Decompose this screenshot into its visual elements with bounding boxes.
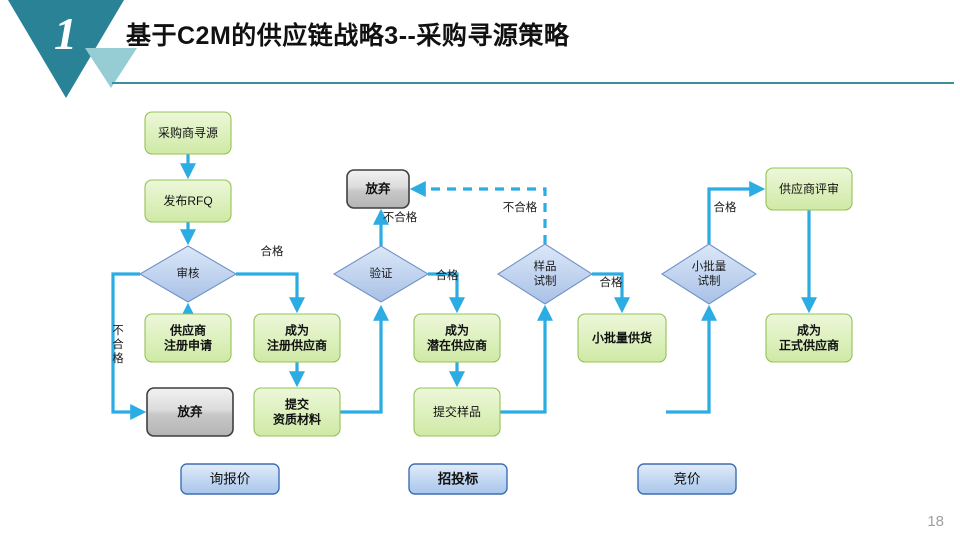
svg-text:竞价: 竞价 bbox=[674, 471, 702, 487]
svg-text:小批量: 小批量 bbox=[692, 259, 727, 273]
edge-d3-n8-pass bbox=[592, 272, 630, 314]
svg-text:注册供应商: 注册供应商 bbox=[267, 338, 327, 353]
svg-text:不: 不 bbox=[112, 325, 124, 337]
svg-text:资质材料: 资质材料 bbox=[273, 412, 321, 427]
svg-text:审核: 审核 bbox=[177, 266, 200, 280]
slide-number-badge: 1 bbox=[54, 8, 78, 59]
svg-text:不合格: 不合格 bbox=[383, 210, 418, 224]
svg-text:格: 格 bbox=[112, 351, 124, 365]
svg-text:试制: 试制 bbox=[534, 274, 557, 287]
flowchart-diagram: 采购商寻源发布RFQ审核供应商注册申请放弃成为注册供应商提交资质材料验证放弃成为… bbox=[111, 111, 853, 495]
svg-text:放弃: 放弃 bbox=[364, 181, 391, 196]
legend-box-L3[interactable]: 竞价 bbox=[637, 463, 737, 495]
svg-text:合格: 合格 bbox=[436, 268, 459, 282]
edge-d1-t1-reject bbox=[111, 272, 147, 420]
edge-label-e6: 合格 bbox=[600, 275, 623, 289]
svg-text:合格: 合格 bbox=[600, 275, 623, 289]
edge-label-e5: 不合格 bbox=[503, 200, 538, 214]
svg-text:询报价: 询报价 bbox=[210, 472, 251, 487]
flow-node-d1[interactable]: 审核 bbox=[138, 245, 238, 303]
edge-label-e1: 合格 bbox=[261, 244, 284, 258]
legend-box-L1[interactable]: 询报价 bbox=[180, 463, 280, 495]
svg-text:供应商: 供应商 bbox=[169, 323, 206, 338]
flow-connectors bbox=[111, 154, 817, 420]
svg-text:小批量供货: 小批量供货 bbox=[592, 330, 652, 345]
svg-text:验证: 验证 bbox=[370, 266, 393, 280]
svg-text:合格: 合格 bbox=[261, 244, 284, 258]
edge-d1-n4-pass bbox=[236, 272, 305, 314]
svg-text:合格: 合格 bbox=[714, 200, 737, 214]
flow-node-n1[interactable]: 采购商寻源 bbox=[144, 111, 232, 155]
header-triangle-small-icon bbox=[85, 48, 137, 88]
svg-text:成为: 成为 bbox=[445, 323, 469, 338]
flow-node-t2[interactable]: 放弃 bbox=[346, 169, 410, 209]
edge-n8-d4 bbox=[666, 304, 717, 414]
edge-n5-d2 bbox=[340, 304, 389, 414]
svg-text:采购商寻源: 采购商寻源 bbox=[158, 125, 218, 140]
svg-text:成为: 成为 bbox=[797, 323, 821, 338]
svg-text:试制: 试制 bbox=[698, 274, 721, 287]
svg-text:供应商评审: 供应商评审 bbox=[779, 181, 839, 196]
svg-text:不合格: 不合格 bbox=[503, 200, 538, 214]
edge-d4-n9-pass bbox=[707, 181, 766, 244]
edge-d3-t2-reject-dashed bbox=[409, 181, 547, 244]
edge-n7-d3 bbox=[500, 304, 553, 414]
svg-text:合: 合 bbox=[112, 337, 124, 351]
edge-label-e4: 合格 bbox=[436, 268, 459, 282]
svg-text:发布RFQ: 发布RFQ bbox=[163, 193, 212, 208]
edge-label-e7: 合格 bbox=[714, 200, 737, 214]
page-title: 基于C2M的供应链战略3--采购寻源策略 bbox=[126, 22, 570, 50]
flow-node-t1[interactable]: 放弃 bbox=[146, 387, 234, 437]
flow-node-n8[interactable]: 小批量供货 bbox=[577, 313, 667, 363]
flow-legend: 询报价 招投标 竞价 bbox=[180, 463, 737, 495]
svg-text:潜在供应商: 潜在供应商 bbox=[427, 338, 487, 353]
edge-label-e3: 不合格 bbox=[383, 210, 418, 224]
flow-node-n7[interactable]: 提交样品 bbox=[413, 387, 501, 437]
svg-text:正式供应商: 正式供应商 bbox=[779, 338, 839, 353]
edge-d2-n6-pass bbox=[428, 272, 465, 314]
page-number: 18 bbox=[927, 513, 944, 530]
svg-text:招投标: 招投标 bbox=[438, 471, 479, 487]
flow-node-n9[interactable]: 供应商评审 bbox=[765, 167, 853, 211]
flow-node-n2[interactable]: 发布RFQ bbox=[144, 179, 232, 223]
svg-text:提交: 提交 bbox=[285, 397, 309, 412]
svg-text:成为: 成为 bbox=[285, 323, 309, 338]
svg-text:注册申请: 注册申请 bbox=[164, 338, 212, 353]
svg-text:放弃: 放弃 bbox=[176, 404, 203, 419]
title-underline-divider bbox=[112, 82, 954, 84]
svg-text:提交样品: 提交样品 bbox=[433, 404, 481, 419]
legend-box-L2[interactable]: 招投标 bbox=[408, 463, 508, 495]
edge-label-e2: 不合格 bbox=[112, 325, 124, 365]
flow-node-d2[interactable]: 验证 bbox=[332, 245, 430, 303]
svg-text:样品: 样品 bbox=[534, 259, 557, 273]
flow-nodes: 采购商寻源发布RFQ审核供应商注册申请放弃成为注册供应商提交资质材料验证放弃成为… bbox=[138, 111, 853, 437]
slide-header: 1 基于C2M的供应链战略3--采购寻源策略 bbox=[0, 0, 960, 100]
